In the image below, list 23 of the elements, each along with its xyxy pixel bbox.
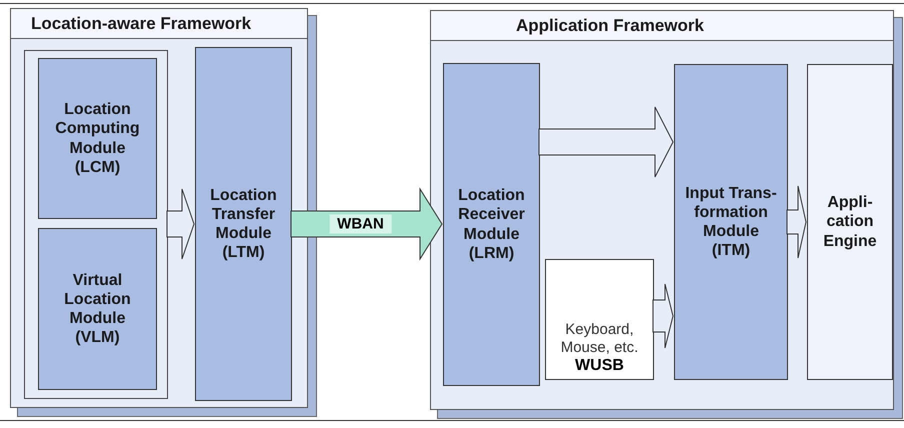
framework-title: Location-aware Framework: [11, 9, 307, 39]
device-box: [545, 259, 654, 380]
edge-label: WBAN: [329, 214, 392, 234]
group-box: [24, 50, 168, 399]
module-box: [38, 228, 157, 390]
block-arrow: [786, 186, 807, 258]
bus-label: WUSB: [575, 357, 624, 375]
module-box: [195, 47, 292, 401]
module-label: Virtual Location Module (VLM): [63, 270, 132, 348]
module-label: Input Trans- formation Module (ITM): [684, 184, 778, 260]
engine-box: [807, 64, 893, 380]
framework-title: Application Framework: [431, 11, 893, 41]
block-arrow: [652, 284, 674, 348]
module-box: [674, 64, 788, 380]
module-label: Location Computing Module (LCM): [54, 100, 141, 177]
module-label: Location Transfer Module (LTM): [209, 186, 278, 262]
module-label: Appli- cation Engine: [822, 193, 878, 251]
block-arrow: [166, 188, 195, 260]
module-label: Location Receiver Module (LRM): [457, 186, 526, 263]
module-box: [38, 58, 157, 219]
module-box: [443, 63, 540, 386]
block-arrow: [538, 106, 674, 178]
device-label: Keyboard, Mouse, etc.: [560, 321, 640, 357]
